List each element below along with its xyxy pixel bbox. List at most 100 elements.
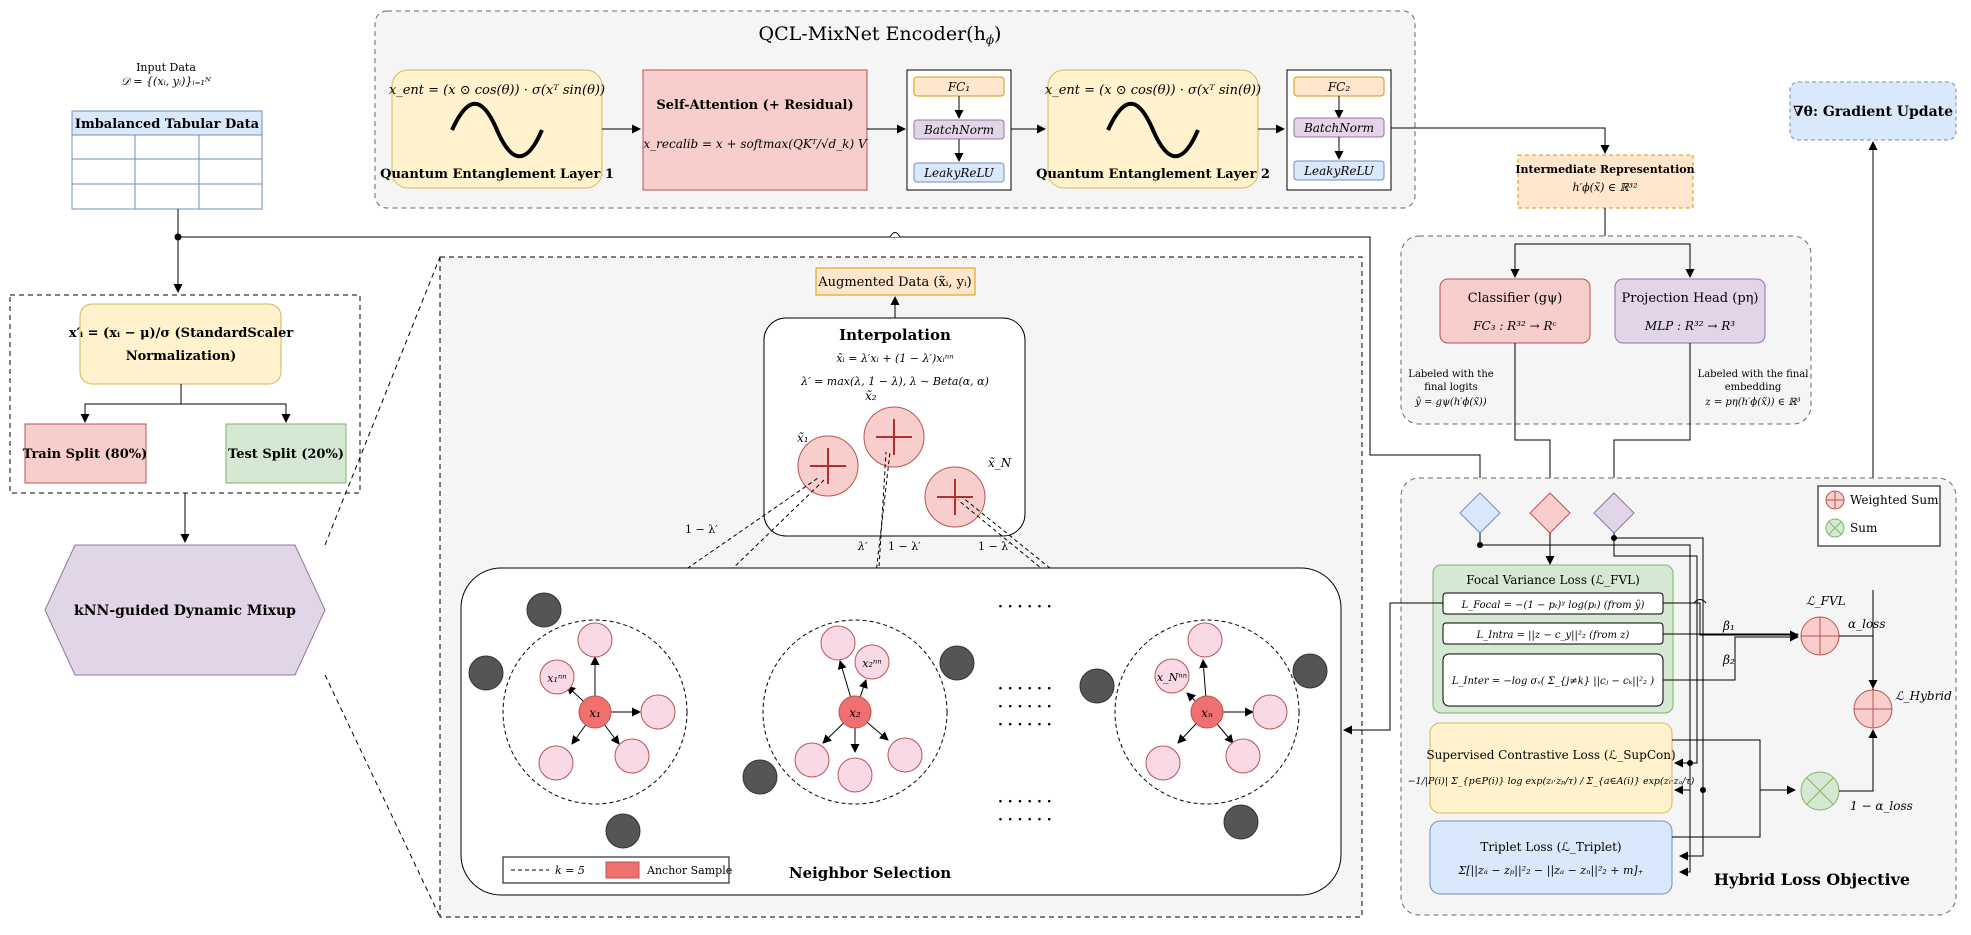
nn-1-label: x₁ⁿⁿ bbox=[547, 672, 567, 685]
cls-note-2: final logits bbox=[1424, 382, 1477, 393]
intra-formula: L_Intra = ||z − c_y||²₂ (from z) bbox=[1476, 630, 1630, 641]
triplet-formula: Σ[||zₐ − zₚ||²₂ − ||zₐ − zₙ||²₂ + m]₊ bbox=[1457, 864, 1643, 878]
nn-2-label: x₂ⁿⁿ bbox=[862, 657, 882, 670]
neighbor-legend: k = 5 Anchor Sample bbox=[502, 856, 732, 884]
focal-variance-loss-box: Focal Variance Loss (ℒ_FVL) L_Focal = −(… bbox=[1432, 564, 1674, 714]
fc-block-2: FC₂ BatchNorm LeakyReLU bbox=[1286, 69, 1392, 191]
supcon-loss-box: Supervised Contrastive Loss (ℒ_SupCon) −… bbox=[1408, 722, 1695, 814]
supcon-formula: −1/|P(i)| Σ_{p∈P(i)} log exp(zᵢ·zₚ/τ) / … bbox=[1408, 776, 1695, 787]
legend-weighted: Weighted Sum bbox=[1850, 493, 1939, 507]
focal-formula: L_Focal = −(1 − pₜ)ᵞ log(pₜ) (from ŷ) bbox=[1461, 600, 1645, 611]
test-split: Test Split (20%) bbox=[228, 447, 344, 462]
encoder-panel: QCL-MixNet Encoder(hϕ) x_ent = (x ⊙ cos(… bbox=[374, 10, 1416, 209]
knn-mixup-block: kNN-guided Dynamic Mixup bbox=[44, 544, 326, 676]
ellipsis-dots-3: · · · · · · bbox=[998, 699, 1052, 715]
classifier-formula: FC₃ : R³² → Rᶜ bbox=[1472, 319, 1557, 333]
train-split: Train Split (80%) bbox=[23, 447, 148, 462]
self-attention-block: Self-Attention (+ Residual) x_recalib = … bbox=[642, 69, 868, 191]
quantum-entanglement-layer-2: x_ent = (x ⊙ cos(θ)) · σ(xᵀ sin(θ)) Quan… bbox=[1036, 69, 1270, 189]
anchor-2-label: x₂ bbox=[849, 706, 861, 720]
legend-sum: Sum bbox=[1850, 521, 1878, 535]
augmented-label: Augmented Data (x̃ᵢ, yᵢ) bbox=[817, 275, 971, 290]
attention-title: Self-Attention (+ Residual) bbox=[656, 98, 853, 113]
cls-note-1: Labeled with the bbox=[1408, 369, 1493, 380]
qel2-label: Quantum Entanglement Layer 2 bbox=[1036, 167, 1270, 182]
fc1-label: FC₁ bbox=[947, 80, 970, 94]
triplet-title: Triplet Loss (ℒ_Triplet) bbox=[1480, 840, 1621, 854]
heads-panel: Classifier (gψ) FC₃ : R³² → Rᶜ Projectio… bbox=[1400, 235, 1812, 425]
anchor-sample-1 bbox=[578, 695, 612, 729]
mixup-label: kNN-guided Dynamic Mixup bbox=[74, 603, 296, 619]
interp-formula-1: x̃ᵢ = λ′xᵢ + (1 − λ′)xᵢⁿⁿ bbox=[836, 352, 953, 365]
leakyrelu-1-label: LeakyReLU bbox=[923, 166, 995, 180]
gradient-update-box: ∇θ: Gradient Update bbox=[1789, 81, 1957, 141]
qel1-formula: x_ent = (x ⊙ cos(θ)) · σ(xᵀ sin(θ)) bbox=[389, 83, 605, 98]
batchnorm-1-label: BatchNorm bbox=[923, 123, 994, 137]
edge-label-3: λ′ bbox=[857, 540, 868, 553]
attention-formula: x_recalib = x + softmax(QKᵀ/√d_k) V bbox=[643, 137, 868, 151]
intermediate-box: Intermediate Representation h′ϕ(x̃) ∈ ℝ³… bbox=[1515, 154, 1695, 209]
hybrid-loss-panel: Hybrid Loss Objective Focal Variance Los… bbox=[1400, 477, 1957, 916]
anchor-sample-n bbox=[1190, 695, 1224, 729]
gradient-label: ∇θ: Gradient Update bbox=[1793, 104, 1953, 120]
projection-formula: MLP : R³² → R³ bbox=[1644, 319, 1735, 333]
anchor-n-label: xₙ bbox=[1201, 706, 1213, 720]
interpolation-box: Interpolation x̃ᵢ = λ′xᵢ + (1 − λ′)xᵢⁿⁿ … bbox=[763, 317, 1026, 537]
ellipsis-dots-4: · · · · · · bbox=[998, 717, 1052, 733]
cluster-2: x₂ⁿⁿ x₂ bbox=[762, 619, 948, 805]
fc-block-1: FC₁ BatchNorm LeakyReLU bbox=[906, 69, 1012, 191]
data-table bbox=[71, 134, 263, 210]
input-title: Input Data bbox=[136, 61, 196, 74]
one-minus-alpha-label: 1 − α_loss bbox=[1850, 799, 1913, 813]
fvl-title: Focal Variance Loss (ℒ_FVL) bbox=[1466, 573, 1640, 587]
supcon-title: Supervised Contrastive Loss (ℒ_SupCon) bbox=[1426, 748, 1675, 762]
hybrid-panel-title: Hybrid Loss Objective bbox=[1714, 870, 1910, 889]
ellipsis-dots-1: · · · · · · bbox=[998, 599, 1052, 615]
alpha-label: α_loss bbox=[1848, 617, 1885, 631]
classifier-title: Classifier (gψ) bbox=[1468, 291, 1563, 306]
table-title: Imbalanced Tabular Data bbox=[75, 117, 260, 132]
ellipsis-dots-2: · · · · · · bbox=[998, 681, 1052, 697]
interp-node-2-label: x̃₂ bbox=[865, 389, 877, 403]
sine-wave-icon bbox=[450, 101, 544, 159]
triplet-loss-box: Triplet Loss (ℒ_Triplet) Σ[||zₐ − zₚ||²₂… bbox=[1429, 820, 1673, 895]
augmentation-panel: Augmented Data (x̃ᵢ, yᵢ) Interpolation x… bbox=[439, 256, 1363, 918]
quantum-entanglement-layer-1: x_ent = (x ⊙ cos(θ)) · σ(xᵀ sin(θ)) Quan… bbox=[380, 69, 614, 189]
qel2-formula: x_ent = (x ⊙ cos(θ)) · σ(xᵀ sin(θ)) bbox=[1045, 83, 1261, 98]
cluster-1: x₁ⁿⁿ x₁ bbox=[502, 619, 688, 805]
legend-k: k = 5 bbox=[555, 864, 585, 877]
qel1-label: Quantum Entanglement Layer 1 bbox=[380, 167, 614, 182]
anchor-1-label: x₁ bbox=[589, 706, 601, 720]
projection-title: Projection Head (pη) bbox=[1622, 291, 1759, 306]
input-formula: 𝒟 = {(xᵢ, yᵢ)}ᵢ₌₁ᴺ bbox=[121, 75, 212, 88]
edge-label-5: 1 − λ′ bbox=[978, 540, 1011, 553]
neighbor-selection-box: Neighbor Selection x₁ⁿⁿ x₁ bbox=[460, 567, 1342, 896]
cls-note-3: ŷ = gψ(h′ϕ(x̃)) bbox=[1414, 397, 1487, 408]
neighbor-title: Neighbor Selection bbox=[789, 864, 951, 882]
edge-label-1: 1 − λ′ bbox=[685, 523, 718, 536]
interp-formula-2: λ′ = max(λ, 1 − λ), λ ∼ Beta(α, α) bbox=[800, 375, 989, 388]
preprocess-panel: x′ᵢ = (xᵢ − μ)/σ (StandardScaler Normali… bbox=[9, 294, 361, 494]
batchnorm-2-label: BatchNorm bbox=[1303, 121, 1374, 135]
proj-note-3: z = pη(h′ϕ(x̃)) ∈ ℝ³ bbox=[1704, 397, 1800, 408]
interp-title: Interpolation bbox=[839, 326, 951, 344]
input-section: Input Data 𝒟 = {(xᵢ, yᵢ)}ᵢ₌₁ᴺ Imbalanced… bbox=[71, 61, 263, 210]
norm-formula: x′ᵢ = (xᵢ − μ)/σ (StandardScaler bbox=[69, 326, 294, 341]
leakyrelu-2-label: LeakyReLU bbox=[1303, 164, 1375, 178]
beta2-label: β₂ bbox=[1722, 653, 1735, 667]
proj-note-1: Labeled with the final bbox=[1698, 369, 1809, 380]
loss-legend: Weighted Sum Sum bbox=[1817, 485, 1941, 547]
anchor-sample-2 bbox=[838, 695, 872, 729]
other-samples bbox=[468, 592, 1328, 849]
legend-anchor: Anchor Sample bbox=[646, 864, 732, 877]
interp-node-n-label: x̃_N bbox=[988, 456, 1012, 470]
intermediate-title: Intermediate Representation bbox=[1515, 163, 1694, 176]
l-hybrid-label: ℒ_Hybrid bbox=[1895, 689, 1952, 703]
intermediate-formula: h′ϕ(x̃) ∈ ℝ³² bbox=[1573, 181, 1638, 194]
sine-wave-icon bbox=[1106, 101, 1200, 159]
cluster-n: x_Nⁿⁿ xₙ bbox=[1114, 619, 1300, 805]
ellipsis-dots-5: · · · · · · bbox=[998, 794, 1052, 810]
ellipsis-dots-6: · · · · · · bbox=[998, 812, 1052, 828]
fc2-label: FC₂ bbox=[1327, 80, 1351, 94]
